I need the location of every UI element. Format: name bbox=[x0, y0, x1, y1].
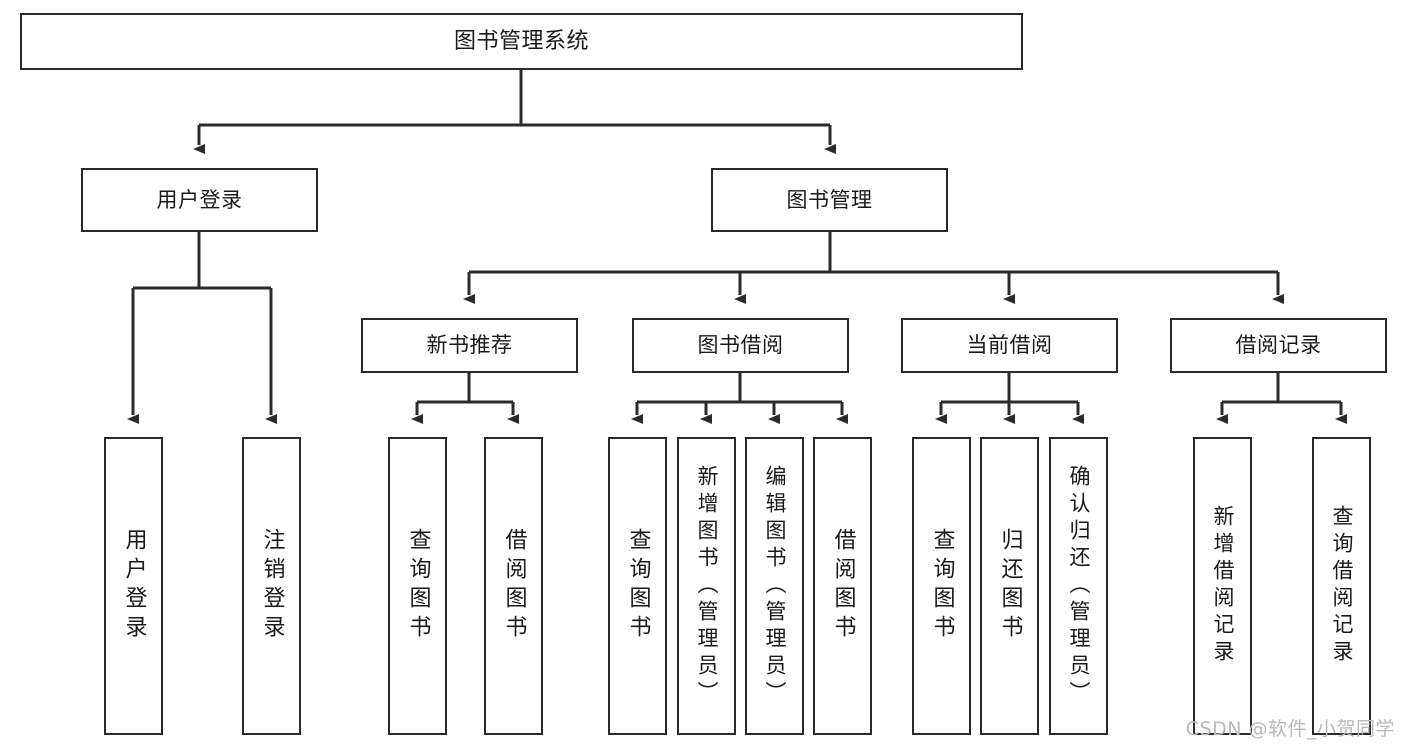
node-label: 确认归还（管理员） bbox=[1067, 464, 1091, 708]
node-root-book-management-system[interactable]: 图书管理系统 bbox=[20, 13, 1023, 70]
node-user-login[interactable]: 用户登录 bbox=[81, 168, 318, 232]
node-label: 新增图书（管理员） bbox=[695, 464, 719, 708]
leaf-current-borrow-query-book[interactable]: 查询图书 bbox=[912, 437, 971, 735]
node-new-book-recommendation[interactable]: 新书推荐 bbox=[361, 318, 578, 373]
leaf-current-borrow-return-book[interactable]: 归还图书 bbox=[980, 437, 1039, 735]
node-label: 归还图书 bbox=[997, 528, 1023, 644]
leaf-current-borrow-confirm-return-admin[interactable]: 确认归还（管理员） bbox=[1049, 437, 1108, 735]
leaf-book-borrow-borrow-book[interactable]: 借阅图书 bbox=[813, 437, 872, 735]
leaf-borrow-record-add-record[interactable]: 新增借阅记录 bbox=[1193, 437, 1252, 735]
node-label: 用户登录 bbox=[156, 187, 243, 212]
node-label: 用户登录 bbox=[121, 528, 147, 644]
node-book-management[interactable]: 图书管理 bbox=[711, 168, 948, 232]
node-borrow-record[interactable]: 借阅记录 bbox=[1170, 318, 1387, 373]
node-label: 查询图书 bbox=[625, 528, 651, 644]
leaf-book-borrow-query-book[interactable]: 查询图书 bbox=[608, 437, 667, 735]
node-label: 借阅图书 bbox=[830, 528, 856, 644]
leaf-borrow-record-query-record[interactable]: 查询借阅记录 bbox=[1312, 437, 1371, 735]
node-label: 查询图书 bbox=[405, 528, 431, 644]
node-label: 借阅记录 bbox=[1235, 333, 1322, 358]
node-label: 当前借阅 bbox=[966, 333, 1053, 358]
node-label: 注销登录 bbox=[259, 528, 285, 644]
node-label: 新增借阅记录 bbox=[1211, 505, 1235, 667]
node-book-borrow[interactable]: 图书借阅 bbox=[632, 318, 849, 373]
node-label: 新书推荐 bbox=[426, 333, 513, 358]
node-label: 编辑图书（管理员） bbox=[763, 464, 787, 708]
node-label: 图书借阅 bbox=[697, 333, 784, 358]
node-label: 图书管理 bbox=[786, 187, 873, 212]
node-label: 图书管理系统 bbox=[453, 28, 589, 54]
node-label: 借阅图书 bbox=[501, 528, 527, 644]
leaf-new-book-borrow-book[interactable]: 借阅图书 bbox=[484, 437, 543, 735]
leaf-user-login-logout[interactable]: 注销登录 bbox=[242, 437, 301, 735]
leaf-book-borrow-edit-book-admin[interactable]: 编辑图书（管理员） bbox=[745, 437, 804, 735]
leaf-new-book-query-book[interactable]: 查询图书 bbox=[388, 437, 447, 735]
node-label: 查询借阅记录 bbox=[1330, 505, 1354, 667]
node-current-borrow[interactable]: 当前借阅 bbox=[901, 318, 1118, 373]
csdn-watermark: CSDN @软件_小贺同学 bbox=[1185, 718, 1395, 740]
leaf-book-borrow-add-book-admin[interactable]: 新增图书（管理员） bbox=[677, 437, 736, 735]
leaf-user-login-login[interactable]: 用户登录 bbox=[104, 437, 163, 735]
node-label: 查询图书 bbox=[929, 528, 955, 644]
